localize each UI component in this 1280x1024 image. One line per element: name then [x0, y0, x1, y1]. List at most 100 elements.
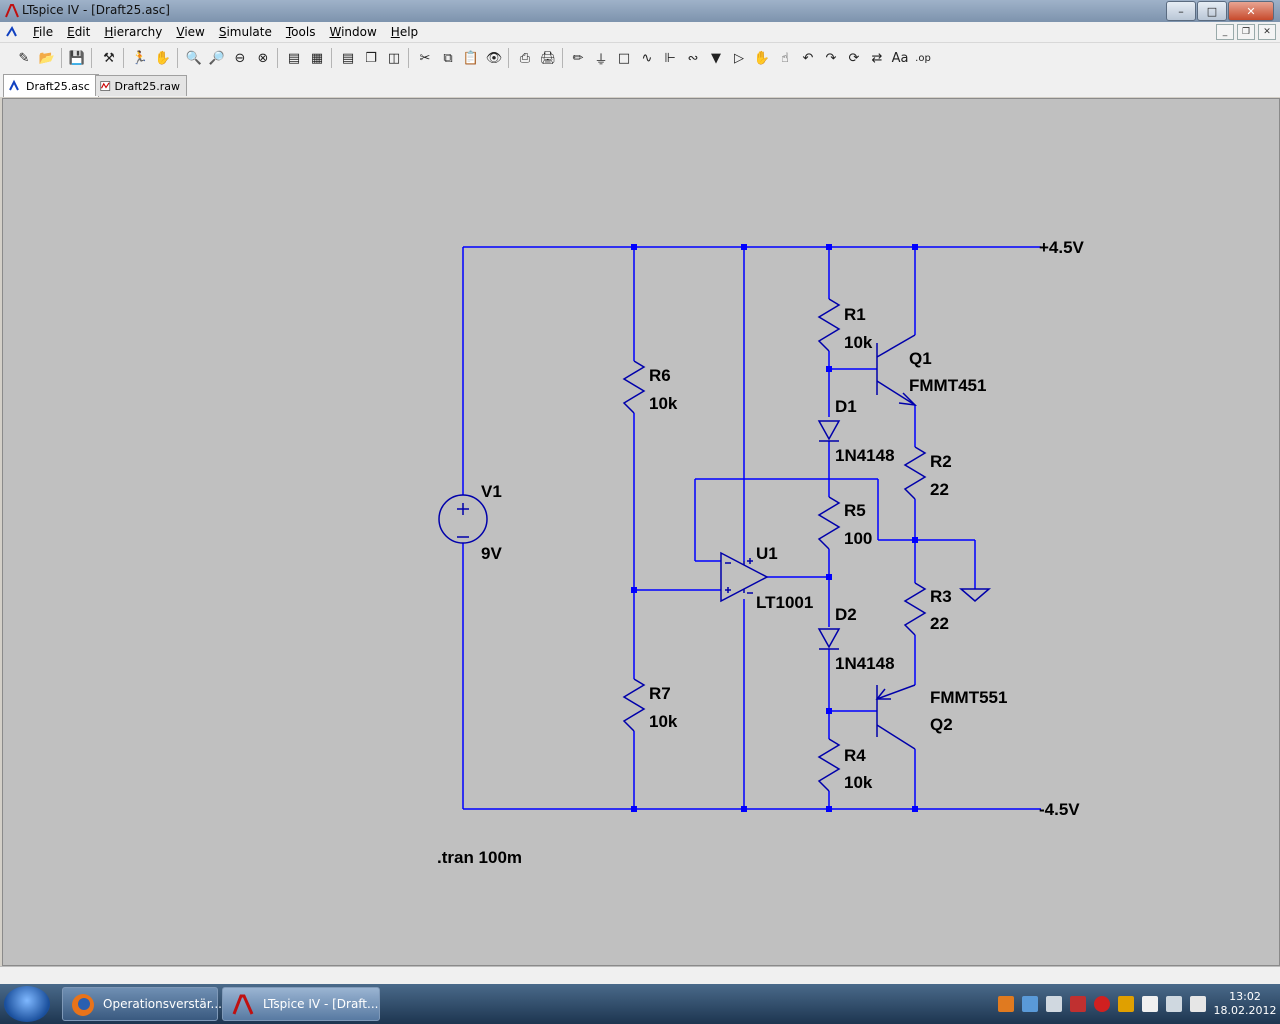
close-button[interactable]: ✕	[1228, 1, 1274, 21]
minimize-button[interactable]: –	[1166, 1, 1196, 21]
tile-vertical-icon[interactable]: ◫	[387, 50, 401, 66]
r5-name[interactable]: R5	[844, 501, 866, 520]
q2-name[interactable]: Q2	[930, 715, 953, 734]
ground-icon[interactable]: ⏚	[594, 52, 608, 68]
r1-value[interactable]: 10k	[844, 333, 873, 352]
transistor-q2[interactable]	[875, 684, 916, 750]
new-schematic-icon[interactable]: ✎	[18, 50, 30, 66]
resistor-r1[interactable]	[817, 298, 841, 352]
u1-value[interactable]: LT1001	[756, 593, 813, 612]
d2-value[interactable]: 1N4148	[835, 654, 895, 673]
r4-name[interactable]: R4	[844, 746, 866, 765]
document-icon[interactable]	[4, 24, 20, 40]
print-setup-icon[interactable]: ⎙	[519, 50, 531, 66]
tray-display-icon[interactable]	[1166, 996, 1182, 1012]
halt-icon[interactable]: ✋	[154, 50, 172, 66]
zoom-fit-icon[interactable]: ⊗	[257, 50, 269, 66]
tray-antivirus-icon[interactable]	[1094, 996, 1110, 1012]
redo-icon[interactable]: ↷	[825, 50, 837, 66]
r7-name[interactable]: R7	[649, 684, 671, 703]
tray-flag-icon[interactable]	[1142, 996, 1158, 1012]
print-icon[interactable]: 🖨	[539, 50, 557, 66]
inductor-icon[interactable]: ∾	[687, 50, 699, 66]
tray-monitor-icon[interactable]	[1046, 996, 1062, 1012]
find-icon[interactable]: 👁	[485, 50, 503, 66]
clock[interactable]: 13:02 18.02.2012	[1210, 990, 1280, 1018]
opamp-u1[interactable]	[720, 551, 769, 603]
schematic-canvas[interactable]: +4.5V -4.5V V1 9V R6 10k R7 10k R1 10k Q…	[2, 98, 1280, 966]
resistor-r3[interactable]	[903, 582, 927, 636]
resistor-r7[interactable]	[622, 678, 646, 732]
d1-name[interactable]: D1	[835, 397, 857, 416]
tab-schematic[interactable]: Draft25.asc	[3, 74, 99, 97]
mirror-icon[interactable]: ⇄	[871, 50, 883, 66]
tray-volume-icon[interactable]	[1190, 996, 1206, 1012]
menu-hierarchy[interactable]: Hierarchy	[104, 25, 163, 39]
resistor-icon[interactable]: ∿	[641, 50, 653, 66]
r3-value[interactable]: 22	[930, 614, 949, 633]
r7-value[interactable]: 10k	[649, 712, 678, 731]
zoom-pan-icon[interactable]: 🔎	[208, 50, 226, 66]
diode-d2[interactable]	[817, 628, 841, 650]
paste-icon[interactable]: 📋	[462, 50, 480, 66]
resistor-r5[interactable]	[817, 496, 841, 550]
r5-value[interactable]: 100	[844, 529, 872, 548]
net-label-vneg[interactable]: -4.5V	[1039, 800, 1080, 819]
zoom-in-icon[interactable]: 🔍	[185, 50, 203, 66]
menu-window[interactable]: Window	[329, 25, 377, 39]
resistor-r2[interactable]	[903, 446, 927, 500]
cut-icon[interactable]: ✂	[419, 50, 431, 66]
maximize-button[interactable]: □	[1197, 1, 1227, 21]
copy-icon[interactable]: ⧉	[443, 50, 453, 66]
plot-settings-icon[interactable]: ▦	[310, 50, 324, 66]
tray-network-icon[interactable]	[1022, 996, 1038, 1012]
r6-value[interactable]: 10k	[649, 394, 678, 413]
start-button[interactable]	[4, 986, 50, 1022]
tray-app-icon[interactable]	[998, 996, 1014, 1012]
zoom-out-icon[interactable]: ⊖	[234, 50, 246, 66]
mdi-minimize-button[interactable]: _	[1216, 24, 1234, 40]
open-folder-icon[interactable]: 📂	[38, 50, 56, 66]
r6-name[interactable]: R6	[649, 366, 671, 385]
text-icon[interactable]: Aa	[891, 50, 909, 66]
run-icon[interactable]: 🏃	[131, 50, 149, 66]
tile-horizontal-icon[interactable]: ▤	[341, 50, 355, 66]
control-panel-icon[interactable]: ⚒	[103, 50, 115, 66]
menu-file[interactable]: File	[33, 25, 54, 39]
tray-speaker-icon[interactable]	[1118, 996, 1134, 1012]
r1-name[interactable]: R1	[844, 305, 866, 324]
menu-simulate[interactable]: Simulate	[218, 25, 272, 39]
q1-name[interactable]: Q1	[909, 349, 932, 368]
tab-waveform[interactable]: Draft25.raw	[95, 75, 187, 96]
move-icon[interactable]: ✋	[753, 50, 771, 66]
drag-icon[interactable]: ☝	[781, 50, 789, 66]
spice-directive[interactable]: .tran 100m	[437, 848, 522, 867]
cascade-icon[interactable]: ❐	[365, 50, 377, 66]
net-label-vpos[interactable]: +4.5V	[1039, 238, 1085, 257]
task-firefox[interactable]: Operationsverstär...	[62, 987, 222, 1021]
mdi-restore-button[interactable]: ❐	[1237, 24, 1255, 40]
u1-name[interactable]: U1	[756, 544, 778, 563]
diode-d1[interactable]	[817, 420, 841, 442]
resistor-r6[interactable]	[622, 360, 646, 414]
autorange-icon[interactable]: ▤	[287, 50, 301, 66]
r2-name[interactable]: R2	[930, 452, 952, 471]
d2-name[interactable]: D2	[835, 605, 857, 624]
spice-directive-icon[interactable]: .op	[915, 52, 931, 64]
menu-help[interactable]: Help	[390, 25, 419, 39]
draw-wire-icon[interactable]: ✏	[572, 50, 584, 66]
save-icon[interactable]: 💾	[68, 50, 86, 66]
label-net-icon[interactable]: □	[617, 50, 631, 66]
resistor-r4[interactable]	[817, 738, 841, 792]
r4-value[interactable]: 10k	[844, 773, 873, 792]
component-icon[interactable]: ▷	[734, 50, 744, 66]
ground-symbol[interactable]	[958, 588, 992, 602]
d1-value[interactable]: 1N4148	[835, 446, 895, 465]
q2-value[interactable]: FMMT551	[930, 688, 1007, 707]
task-ltspice[interactable]: LTspice IV - [Draft...	[222, 987, 380, 1021]
menu-view[interactable]: View	[176, 25, 205, 39]
rotate-icon[interactable]: ⟳	[848, 50, 860, 66]
capacitor-icon[interactable]: ⊩	[664, 50, 676, 66]
menu-tools[interactable]: Tools	[285, 25, 316, 39]
r3-name[interactable]: R3	[930, 587, 952, 606]
